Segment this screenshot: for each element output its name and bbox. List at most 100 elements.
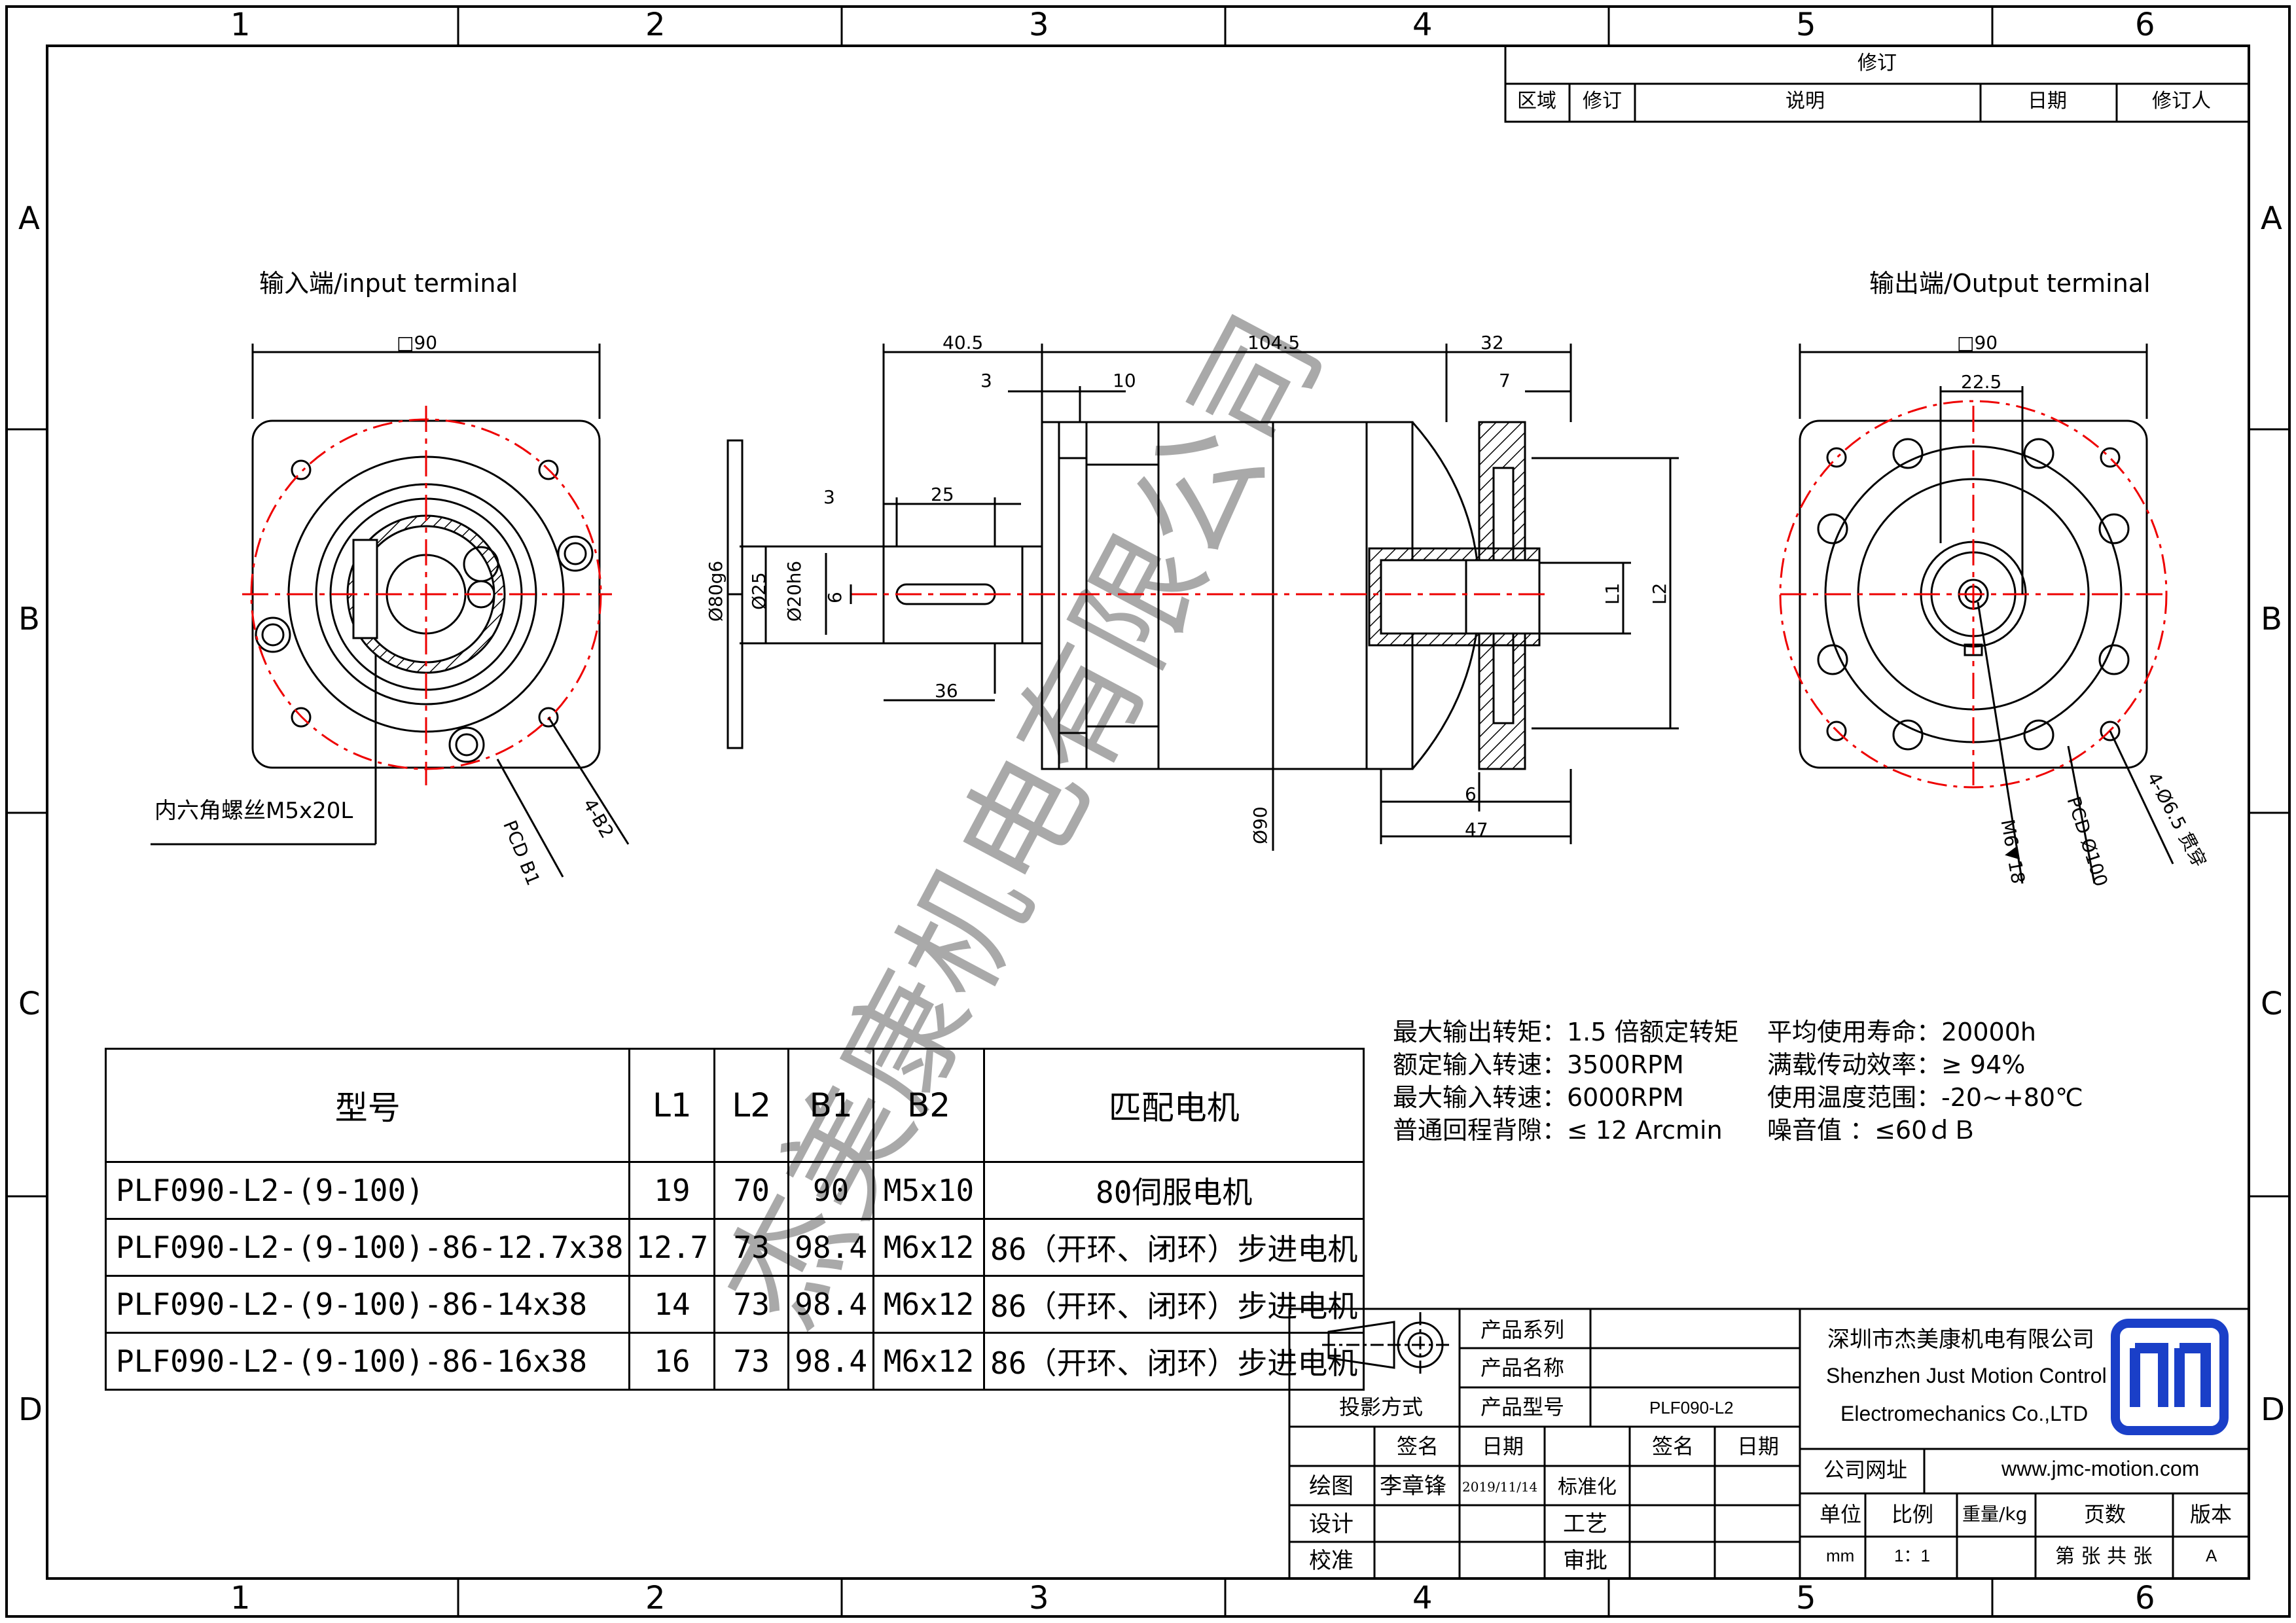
tb-draw: 绘图 (1309, 1473, 1354, 1499)
dim-3-shaft: 3 (823, 486, 835, 508)
spec-noise: 噪音值 ：≤60ｄＢ (1767, 1116, 1977, 1145)
cell-motor: 80伺服电机 (983, 1161, 1365, 1220)
dim-L1: L1 (1602, 582, 1623, 605)
tb-scale: 1：1 (1894, 1546, 1930, 1565)
cell-l2: 73 (713, 1332, 790, 1391)
input-square-dim: □90 (397, 332, 438, 353)
cell-b1: 98.4 (787, 1332, 875, 1391)
dim-3-top: 3 (980, 370, 992, 391)
dim-32: 32 (1480, 332, 1504, 353)
dim-10: 10 (1113, 370, 1136, 391)
spec-rated-speed: 额定输入转速：3500RPM (1393, 1050, 1684, 1079)
zone-col-1-bottom: 1 (230, 1580, 251, 1616)
zone-col-3-bottom: 3 (1029, 1580, 1049, 1616)
cell-b2: M5x10 (872, 1161, 986, 1220)
spec-backlash: 普通回程背隙：≤ 12 Arcmin (1393, 1116, 1723, 1145)
spec-max-speed: 最大输入转速：6000RPM (1393, 1083, 1684, 1112)
zone-row-a: A (18, 200, 40, 237)
cell-model: PLF090-L2-(9-100)-86-12.7x38 (104, 1218, 631, 1277)
tb-version: A (2206, 1546, 2217, 1565)
revision-col-reviser: 修订人 (2152, 90, 2211, 113)
zone-row-c-right: C (2261, 986, 2283, 1022)
dim-dia-80: Ø80g6 (705, 560, 726, 622)
cell-b2: M6x12 (872, 1218, 986, 1277)
tb-website-label: 公司网址 (1823, 1457, 1908, 1482)
zone-row-d-right: D (2261, 1391, 2285, 1428)
table-row: PLF090-L2-(9-100) 19 70 90 M5x10 80伺服电机 (104, 1161, 1365, 1220)
cell-model: PLF090-L2-(9-100)-86-14x38 (104, 1275, 631, 1334)
cell-b1: 98.4 (787, 1275, 875, 1334)
revision-col-rev: 修订 (1583, 90, 1622, 113)
tb-unit: mm (1826, 1546, 1855, 1565)
screw-note: 内六角螺丝M5x20L (154, 798, 353, 824)
tb-weight-label: 重量/kg (1962, 1503, 2028, 1525)
dim-36: 36 (935, 680, 958, 702)
cell-l2: 73 (713, 1275, 790, 1334)
spec-efficiency: 满载传动效率：≥ 94% (1767, 1050, 2026, 1079)
output-square-dim: □90 (1957, 332, 1998, 353)
col-b1: B1 (787, 1048, 875, 1163)
table-row: PLF090-L2-(9-100)-86-14x38 14 73 98.4 M6… (104, 1275, 1365, 1334)
title-block (1288, 1308, 2250, 1580)
dim-6-bottom: 6 (1465, 783, 1477, 805)
zone-col-2-bottom: 2 (645, 1580, 666, 1616)
dim-dia-20: Ø20h6 (783, 560, 805, 622)
table-row: PLF090-L2-(9-100)-86-12.7x38 12.7 73 98.… (104, 1218, 1365, 1277)
spec-life: 平均使用寿命：20000h (1767, 1018, 2036, 1046)
revision-col-date: 日期 (2028, 90, 2067, 113)
tb-product-name: 产品名称 (1480, 1355, 1565, 1380)
tb-date-2: 日期 (1737, 1434, 1780, 1459)
cell-b2: M6x12 (872, 1332, 986, 1391)
dim-7: 7 (1499, 370, 1511, 391)
cell-model: PLF090-L2-(9-100) (104, 1161, 631, 1220)
company-name-cn: 深圳市杰美康机电有限公司 (1827, 1327, 2094, 1353)
zone-col-6: 6 (2135, 7, 2155, 43)
zone-row-a-right: A (2261, 200, 2282, 237)
outer-frame (5, 5, 2291, 1618)
tb-process: 工艺 (1563, 1511, 1607, 1537)
dim-104-5: 104.5 (1247, 332, 1300, 353)
tb-pages: 第 张 共 张 (2055, 1545, 2153, 1568)
col-b2: B2 (872, 1048, 986, 1163)
tb-drawer: 李章锋 (1380, 1473, 1446, 1499)
output-offset-dim: 22.5 (1961, 371, 2002, 393)
zone-ticks (7, 7, 2289, 1616)
zone-col-5: 5 (1796, 7, 1816, 43)
output-view (1779, 344, 2174, 884)
col-l2: L2 (713, 1048, 790, 1163)
cell-b2: M6x12 (872, 1275, 986, 1334)
output-view-title: 输出端/Output terminal (1869, 269, 2151, 298)
cell-l1: 14 (628, 1275, 716, 1334)
zone-col-6-bottom: 6 (2135, 1580, 2155, 1616)
tb-approve: 审批 (1563, 1548, 1607, 1574)
table-row: PLF090-L2-(9-100)-86-16x38 16 73 98.4 M6… (104, 1332, 1365, 1391)
tb-product-model: 产品型号 (1480, 1395, 1565, 1419)
company-name-en-1: Shenzhen Just Motion Control (1826, 1364, 2107, 1387)
revision-table (1504, 45, 2250, 123)
spec-temperature: 使用温度范围：-20~+80℃ (1767, 1083, 2083, 1112)
col-l1: L1 (628, 1048, 716, 1163)
cell-b1: 98.4 (787, 1218, 875, 1277)
revision-col-desc: 说明 (1785, 90, 1825, 113)
tb-model-value: PLF090-L2 (1649, 1398, 1734, 1418)
spec-max-torque: 最大输出转矩：1.5 倍额定转矩 (1393, 1018, 1739, 1046)
tb-standard: 标准化 (1558, 1476, 1617, 1499)
model-table-header: 型号 L1 L2 B1 B2 匹配电机 (104, 1048, 1365, 1163)
dim-key-6: 6 (824, 592, 846, 603)
tb-website: www.jmc-motion.com (2001, 1457, 2200, 1480)
tb-design: 设计 (1309, 1511, 1354, 1537)
zone-col-5-bottom: 5 (1796, 1580, 1816, 1616)
cell-model: PLF090-L2-(9-100)-86-16x38 (104, 1332, 631, 1391)
cell-l2: 70 (713, 1161, 790, 1220)
dim-dia-25: Ø25 (748, 572, 770, 610)
dim-dia-90: Ø90 (1249, 806, 1271, 844)
cell-l2: 73 (713, 1218, 790, 1277)
dim-25: 25 (931, 484, 954, 505)
zone-col-3: 3 (1029, 7, 1049, 43)
tb-draw-date: 2019/11/14 (1462, 1479, 1538, 1495)
input-view (151, 344, 630, 878)
cell-l1: 12.7 (628, 1218, 716, 1277)
input-view-title: 输入端/input terminal (259, 269, 518, 298)
tb-check: 校准 (1309, 1548, 1354, 1574)
col-motor: 匹配电机 (983, 1048, 1365, 1163)
